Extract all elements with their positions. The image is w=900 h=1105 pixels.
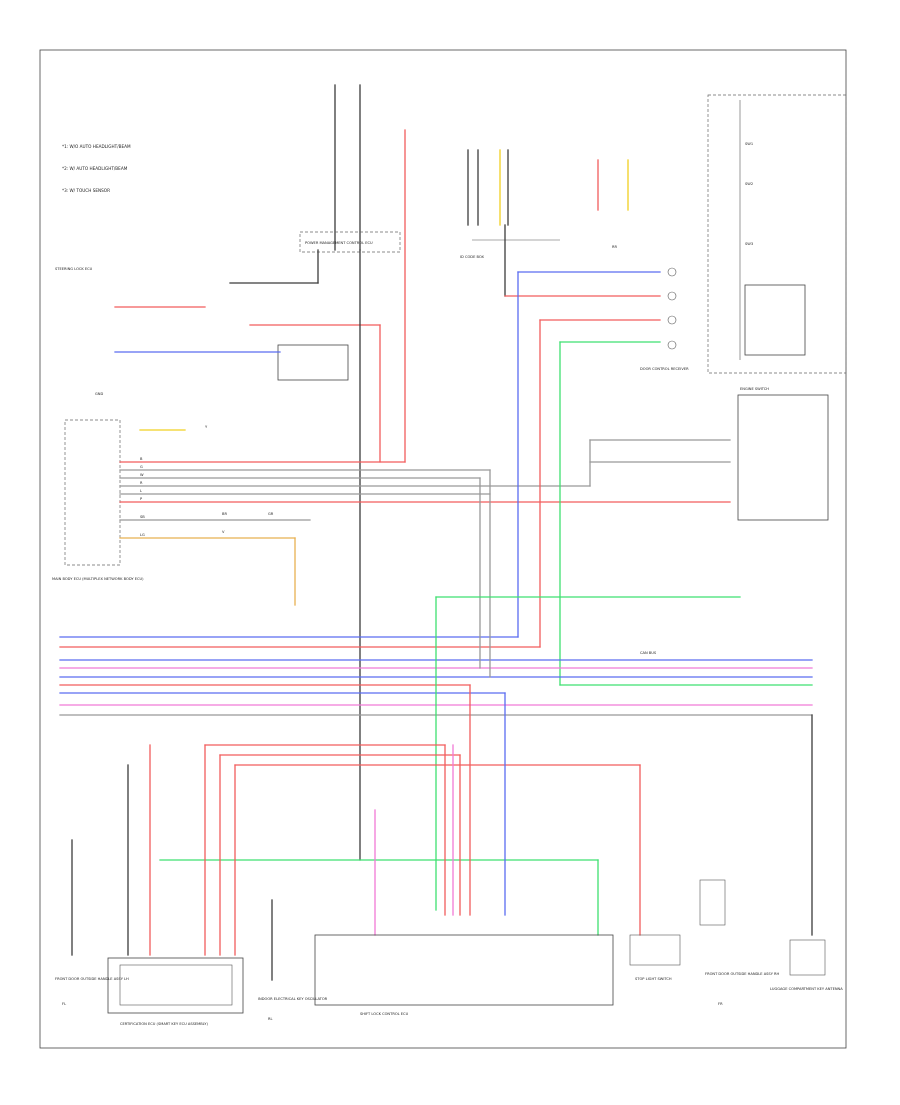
power-mgmt-label: POWER MANAGEMENT CONTROL ECU <box>305 241 373 245</box>
id-code-box-label: ID CODE BOX <box>460 255 484 259</box>
power-source-area: POWER MANAGEMENT CONTROL ECU <box>299 84 406 463</box>
pin-sb: SB <box>140 515 145 519</box>
pin-l: L <box>140 489 142 493</box>
pin-w: W <box>140 473 144 477</box>
left-ecu-block: STEERING LOCK ECU MAIN BODY ECU (MULTIPL… <box>52 267 349 581</box>
lower-wires <box>71 684 813 981</box>
key-slot-label: SHIFT LOCK CONTROL ECU <box>360 1012 409 1016</box>
diagram-frame <box>39 49 847 1049</box>
svg-text:SW3: SW3 <box>745 242 753 246</box>
ground-labels: FL FR RL RR GND <box>62 245 723 1021</box>
tuner-label: DOOR CONTROL RECEIVER <box>640 367 689 371</box>
stop-light-label: STOP LIGHT SWITCH <box>635 977 672 981</box>
key-slot-box <box>314 934 614 1006</box>
certification-box <box>107 957 244 1014</box>
note-3: *3: W/ TOUCH SENSOR <box>62 188 110 193</box>
pin-labels: B G W R L P SB LG Y BR V GR <box>140 425 274 537</box>
pin-b: B <box>140 457 143 461</box>
luggage-label: LUGGAGE COMPARTMENT KEY ANTENNA <box>770 987 843 991</box>
pin-v: V <box>222 530 225 534</box>
ground-rr: RR <box>612 245 617 249</box>
steering-lock-label: STEERING LOCK ECU <box>55 267 93 271</box>
bus-label: CAN BUS <box>640 651 657 655</box>
ground-rl: RL <box>268 1017 273 1021</box>
main-body-label: MAIN BODY ECU (MULTIPLEX NETWORK BODY EC… <box>52 577 144 581</box>
right-switch-block: SW1 SW2 SW3 DOOR CONTROL RECEIVER <box>640 94 847 374</box>
front-door-rh-label: FRONT DOOR OUTSIDE HANDLE ASSY RH <box>705 972 780 976</box>
upper-middle-connectors: ID CODE BOX <box>460 149 629 259</box>
tuner-feed-wires <box>504 224 661 686</box>
pin-y: Y <box>205 425 208 429</box>
ground-fr: FR <box>718 1002 723 1006</box>
svg-text:SW1: SW1 <box>745 142 753 146</box>
ground-fl: FL <box>62 1002 66 1006</box>
certification-label: CERTIFICATION ECU (SMART KEY ECU ASSEMBL… <box>120 1022 208 1026</box>
pin-r: R <box>140 481 143 485</box>
engine-switch-label: ENGINE SWITCH <box>740 387 769 391</box>
front-door-lh-label: FRONT DOOR OUTSIDE HANDLE ASSY LH <box>55 977 129 981</box>
pin-g: G <box>140 465 143 469</box>
room-oscillator-label: INDOOR ELECTRICAL KEY OSCILLATOR <box>258 997 328 1001</box>
ecu-output-wires <box>119 429 731 606</box>
ground-gnd: GND <box>95 392 103 396</box>
pin-p: P <box>140 497 143 501</box>
engine-switch-block: ENGINE SWITCH <box>737 387 829 521</box>
svg-text:SW2: SW2 <box>745 182 753 186</box>
lower-components: CERTIFICATION ECU (SMART KEY ECU ASSEMBL… <box>55 879 843 1026</box>
pin-lg: LG <box>140 533 145 537</box>
left-upper-wires <box>114 249 381 861</box>
pin-gr: GR <box>268 512 274 516</box>
note-1: *1: W/O AUTO HEADLIGHT/BEAM <box>62 144 131 149</box>
pin-br: BR <box>222 512 227 516</box>
note-2: *2: W/ AUTO HEADLIGHT/BEAM <box>62 166 128 171</box>
green-loop <box>159 596 741 936</box>
notes-block: *1: W/O AUTO HEADLIGHT/BEAM *2: W/ AUTO … <box>62 144 131 193</box>
